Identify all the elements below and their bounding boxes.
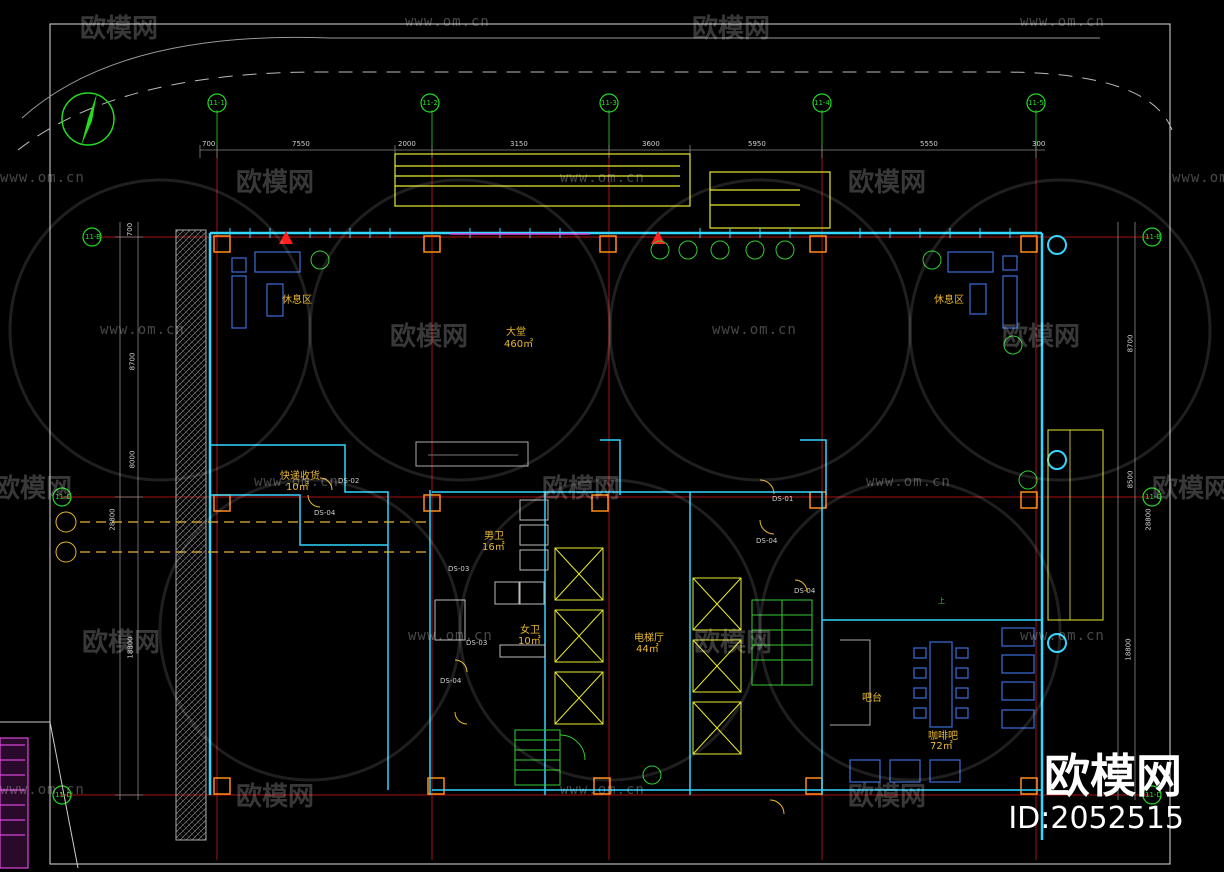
room-area-express: 10㎡ [286, 482, 309, 493]
room-label-bar: 吧台 [862, 693, 882, 704]
retaining-wall-hatch [175, 229, 207, 841]
room-label-female-wc: 女卫 [520, 625, 540, 636]
dimension-label: 2000 [398, 140, 416, 148]
dimension-label: 3150 [510, 140, 528, 148]
dimension-chain-top [199, 145, 1045, 158]
door-tag: DS-03 [466, 639, 488, 647]
service-lines [80, 521, 430, 553]
bar-counter [830, 639, 871, 726]
dimension-label: 28800 [1144, 508, 1153, 531]
room-label-elevator-hall: 电梯厅 [634, 633, 664, 644]
structural-columns [213, 235, 1038, 795]
stair-up-label: 上 [938, 597, 945, 605]
stair-core-lower [514, 729, 586, 786]
core-walls [210, 439, 1042, 795]
door-tag: DS-03 [448, 565, 470, 573]
planter-bench [1047, 429, 1104, 621]
dimension-label: 8500 [1126, 470, 1135, 489]
room-label-lobby: 大堂 [506, 327, 526, 338]
lounge-right-furniture [947, 251, 1018, 329]
dimension-label: 5550 [920, 140, 938, 148]
axis-leaders-vertical [216, 110, 1037, 150]
door-tag: DS-04 [314, 509, 336, 517]
door-tag: DS-04 [440, 677, 462, 685]
room-area-lobby: 460㎡ [504, 339, 534, 350]
dimension-label: 5950 [748, 140, 766, 148]
room-label-express: 快递收货 [280, 471, 320, 482]
grid-label-y: 11-C [55, 493, 72, 501]
grid-label-x: 11-4 [814, 99, 830, 107]
grid-label-x: 11-3 [601, 99, 617, 107]
model-id-text: ID:2052515 [1008, 801, 1184, 836]
dimension-label: 3600 [642, 140, 660, 148]
dimension-label: 8000 [128, 450, 137, 469]
site-inset [0, 737, 29, 869]
door-tag: DS-04 [794, 587, 816, 595]
dimension-label: 8700 [128, 352, 137, 371]
lounge-left-furniture [231, 251, 301, 329]
dimension-label: 28800 [108, 508, 117, 531]
door-tag: DS-04 [756, 537, 778, 545]
service-tags [55, 511, 77, 563]
dimension-label: 18800 [126, 636, 135, 659]
coffee-bar-furniture [849, 627, 1035, 783]
stair-core-upper [751, 599, 813, 686]
grid-label-x: 11-5 [1028, 99, 1044, 107]
dimension-label: 700 [202, 140, 216, 148]
grid-label-y: 11-D [1145, 791, 1162, 799]
room-area-female-wc: 10㎡ [518, 636, 541, 647]
grid-label-y: 11-B [1145, 233, 1161, 241]
door-tag: DS-02 [338, 477, 360, 485]
brand-logo-text: 欧模网 [1044, 749, 1182, 803]
watermark-rings [8, 178, 1212, 782]
room-label-lounge-left: 休息区 [282, 295, 312, 306]
room-label-male-wc: 男卫 [484, 531, 504, 542]
curtain-wall-mullions [229, 228, 1011, 238]
dimension-chain-left [115, 222, 143, 800]
entrance-marker-icon [279, 231, 293, 244]
room-label-coffee: 咖啡吧 [928, 731, 958, 742]
dimension-label: 8700 [1126, 334, 1135, 353]
toilet-fixtures [434, 499, 549, 658]
grid-label-y: 11-D [55, 791, 72, 799]
elevator-shafts [554, 547, 742, 755]
grid-bubbles-top [207, 93, 1046, 113]
door-tag: DS-01 [772, 495, 794, 503]
room-label-lounge-right: 休息区 [934, 295, 964, 306]
round-columns [1047, 235, 1067, 653]
room-area-elevator-hall: 44㎡ [636, 644, 659, 655]
axis-lines-horizontal [60, 236, 1150, 796]
dimension-label: 7550 [292, 140, 310, 148]
dimension-chain-right [1117, 222, 1136, 800]
grid-label-y: 11-B [85, 233, 101, 241]
road-edge [21, 36, 1100, 119]
grid-label-x: 11-1 [209, 99, 225, 107]
dimension-label: 300 [1032, 140, 1046, 148]
door-swings [307, 477, 808, 815]
road-centerline [17, 71, 1173, 151]
grid-label-x: 11-2 [422, 99, 438, 107]
room-area-coffee: 72㎡ [930, 741, 953, 752]
north-arrow-icon [61, 92, 115, 146]
grid-label-y: 11-C [1145, 493, 1162, 501]
plant-icons [310, 240, 1038, 785]
axis-lines-vertical [216, 115, 1037, 860]
drawing-frame [49, 23, 1171, 865]
entrance-canopy [394, 153, 831, 229]
grid-bubbles-side [52, 227, 1162, 805]
room-area-male-wc: 16㎡ [482, 542, 505, 553]
dimension-label: 700 [126, 222, 135, 237]
dimension-label: 18800 [1124, 638, 1133, 661]
reception-desk [415, 441, 529, 467]
exterior-walls [208, 231, 1044, 840]
